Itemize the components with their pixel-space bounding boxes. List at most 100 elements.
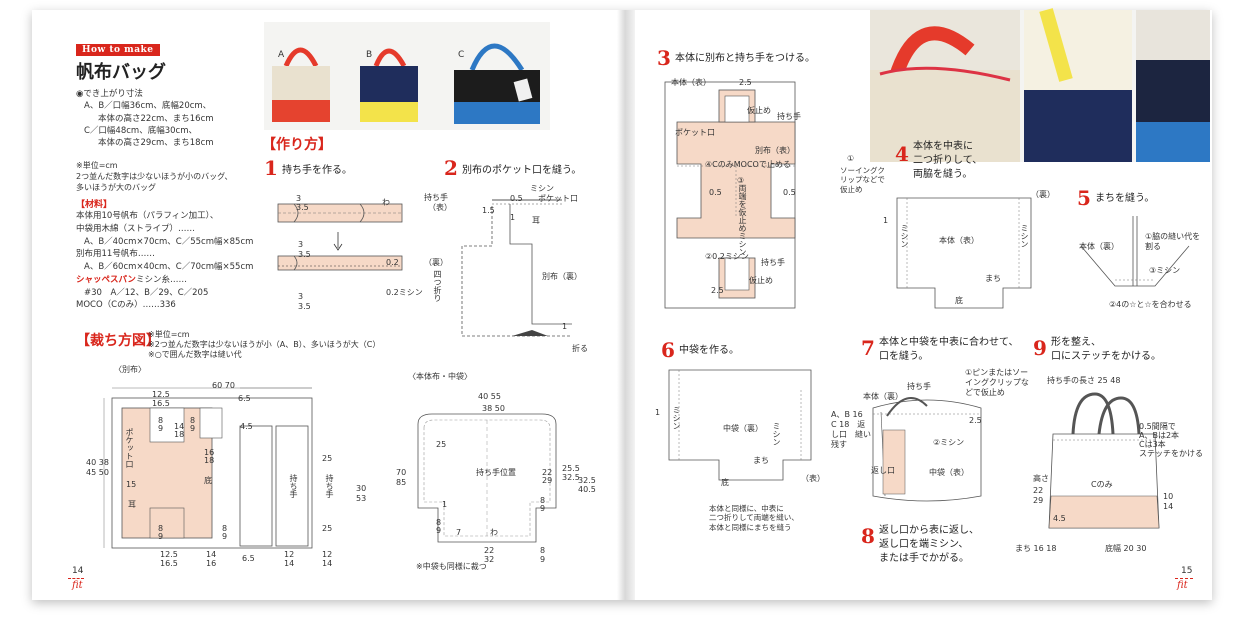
c1-30: 30 [356, 484, 367, 493]
fit-logo-left: fit [72, 580, 83, 591]
s6-note: 本体と同様に、中表に 二つ折りして両端を縫い、 本体と同様にまちを縫う [709, 504, 799, 532]
s2-dim-0-5: 0.5 [510, 194, 523, 203]
s9-22: 22 [1033, 486, 1044, 495]
step3-text: 本体に別布と持ち手をつける。 [675, 53, 815, 64]
s9-soko: 底幅 20 30 [1105, 544, 1147, 553]
c1-16-5: 16.5 [152, 399, 170, 408]
c1-pocket: ポケット口 [125, 428, 134, 468]
s9-10: 10 [1163, 492, 1174, 501]
s6-mach: まち [753, 456, 769, 465]
s4-mach: まち [985, 274, 1001, 283]
s9-mach: まち 16 18 [1015, 544, 1057, 553]
page-rule-left [68, 578, 84, 579]
s1-dim-3c: 3 [298, 292, 304, 301]
s1-yotsu: 四つ折り [433, 270, 442, 302]
step2-number: 2 [444, 156, 458, 180]
s5-c2: ②4の☆と☆を合わせる [1109, 300, 1192, 309]
step9-number: 9 [1033, 336, 1047, 360]
c2-8b: 8 [540, 496, 546, 505]
step6-diagram [668, 369, 812, 481]
c1-12: 12 [284, 550, 295, 559]
c1-height2: 45 50 [86, 468, 109, 477]
s6-1: 1 [655, 408, 661, 417]
s3-ryohashi: 両端を仮止めミシン [738, 184, 747, 256]
c1-8c: 8 [158, 524, 164, 533]
c1-25b: 25 [322, 524, 333, 533]
bag-closeup-photos [870, 8, 1210, 162]
bag-photos-svg [272, 43, 540, 124]
s9-stitch-2: A、Bは2本 [1139, 431, 1180, 440]
c1-6-5: 6.5 [238, 394, 251, 403]
c1-14: 14 [174, 422, 185, 431]
step7-diagram [872, 397, 982, 502]
s6-mishin: ミシン [672, 406, 681, 430]
cut-note-unit: ※単位=cm [148, 330, 190, 339]
s2-mimi: 耳 [532, 216, 540, 225]
page-rule-right [1175, 578, 1193, 579]
c1-16: 16 [204, 448, 215, 457]
s2-dim-1b: 1 [562, 322, 568, 331]
s6-mishin-right: ミシン [772, 422, 781, 446]
page-number-14: 14 [72, 566, 84, 576]
c1-4-5: 4.5 [240, 422, 253, 431]
c1-16b: 16 [206, 559, 217, 568]
c2-22b: 22 [484, 546, 495, 555]
c1-mochite2: 持ち手 [325, 474, 334, 498]
s4-1: 1 [883, 216, 889, 225]
unit-note: ※単位=cm 2つ並んだ数字は少ないほうが小のバッグ、 多いほうが大のバッグ [76, 161, 233, 193]
fit-logo-right: fit [1177, 580, 1188, 591]
step3-number: 3 [657, 46, 671, 70]
step1-diagram [277, 203, 403, 271]
c1-8: 8 [158, 416, 164, 425]
step7-number: 7 [861, 336, 875, 360]
how-to-make-tag: How to make [76, 44, 160, 56]
s1-dim-3-5b: 3.5 [298, 250, 311, 259]
s7-kaeshi: 返し口 [871, 466, 895, 475]
c1-height1: 40 38 [86, 458, 109, 467]
photo-label-b: B [366, 50, 373, 60]
c1-9d: 9 [222, 532, 228, 541]
c2-22: 22 [542, 468, 553, 477]
step5-text: まちを縫う。 [1095, 193, 1155, 204]
step4-text: 本体を中表に 二つ折りして、 両脇を縫う。 [913, 141, 983, 180]
c1-width: 60 70 [212, 381, 235, 390]
step4-diagram [896, 197, 1032, 309]
nakafukuro-note: ※中袋も同様に裁つ [416, 562, 487, 571]
c1-8d: 8 [222, 524, 228, 533]
c2-29: 29 [542, 476, 553, 485]
c1-14b: 14 [206, 550, 217, 559]
finished-size: ◉でき上がり寸法 A、B／口幅36cm、底幅20cm、 本体の高さ22cm、まち… [76, 89, 214, 149]
s9-stitch-4: ステッチをかける [1139, 449, 1203, 458]
page-number-15: 15 [1181, 566, 1193, 576]
s1-dim-3: 3 [296, 194, 302, 203]
s5-c3: ③ミシン [1149, 266, 1181, 275]
step4-number: 4 [895, 142, 909, 166]
step8-number: 8 [861, 524, 875, 548]
materials-list: 本体用10号帆布（パラフィン加工）、 中袋用木綿（ストライプ）…… A、B／40… [76, 211, 254, 311]
c1-mimi: 耳 [128, 500, 136, 509]
s4-soko: 底 [955, 296, 963, 305]
closeup-svg [870, 8, 1210, 162]
c2-1: 1 [442, 500, 448, 509]
s3-0-5a: 0.5 [709, 188, 722, 197]
s1-wa: わ [382, 198, 390, 207]
right-page: 3 本体に別布と持ち手をつける。 本体（表） 2.5 仮止め 持ち手 ポケット口… [635, 8, 1212, 600]
c2-7: 7 [456, 528, 462, 537]
c1-25: 25 [322, 454, 333, 463]
s4-mishin-left: ミシン [900, 224, 909, 248]
s2-oru: 折る [572, 344, 588, 353]
c1-9c: 9 [158, 532, 164, 541]
c2-25: 25 [436, 440, 447, 449]
step5-number: 5 [1077, 186, 1091, 210]
c2-wa: わ [490, 528, 498, 537]
s5-c1: ①脇の縫い代を割る [1145, 232, 1201, 251]
step5-diagram [1080, 216, 1190, 287]
s9-14: 14 [1163, 502, 1174, 511]
s4-honntai: 本体（表） [939, 236, 979, 245]
s3-2-5: 2.5 [739, 78, 752, 87]
c1-16-5b: 16.5 [160, 559, 178, 568]
s9-stitch-1: 0.5間隔で [1139, 422, 1176, 431]
step6-number: 6 [661, 338, 675, 362]
s3-honntai: 本体（表） [671, 78, 711, 87]
s1-dim-0-2: 0.2 [386, 258, 399, 267]
